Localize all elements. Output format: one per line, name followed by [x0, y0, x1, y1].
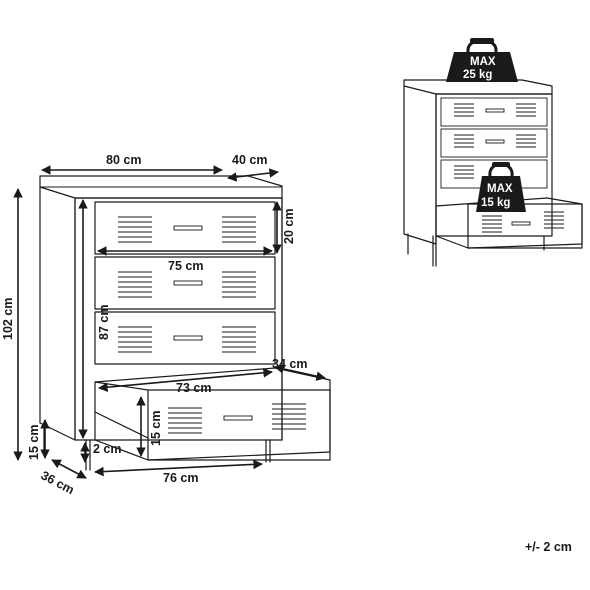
open-drawer-width-label: 73 cm: [176, 381, 211, 395]
weight-icon-drawer: [476, 162, 526, 212]
top-load-max: MAX: [470, 56, 496, 68]
dimension-lines: [13, 165, 326, 479]
load-capacity-drawing: MAX 25 kg MAX 15 kg: [403, 38, 583, 267]
drawer-load-max: MAX: [487, 183, 513, 195]
drawer-inner-height-label: 15 cm: [149, 411, 163, 446]
body-height-label: 87 cm: [97, 305, 111, 340]
drawer-depth-label: 34 cm: [272, 357, 307, 371]
drawer-inner-width-label: 75 cm: [168, 259, 203, 273]
dimension-labels: 80 cm 40 cm 20 cm 75 cm 87 cm 102 cm 34 …: [1, 153, 307, 497]
top-load-value: 25 kg: [463, 69, 492, 81]
base-width-label: 76 cm: [163, 471, 198, 485]
drawer-height-label: 20 cm: [282, 209, 296, 244]
base-depth-label: 36 cm: [39, 468, 77, 497]
gap-label: 2 cm: [93, 442, 122, 456]
depth-label: 40 cm: [232, 153, 267, 167]
tolerance-note: +/- 2 cm: [525, 540, 572, 554]
drawer-load-value: 15 kg: [481, 197, 510, 209]
total-height-label: 102 cm: [1, 298, 15, 340]
leg-height-label: 15 cm: [27, 425, 41, 460]
weight-icon-top: [446, 38, 518, 82]
width-label: 80 cm: [106, 153, 141, 167]
